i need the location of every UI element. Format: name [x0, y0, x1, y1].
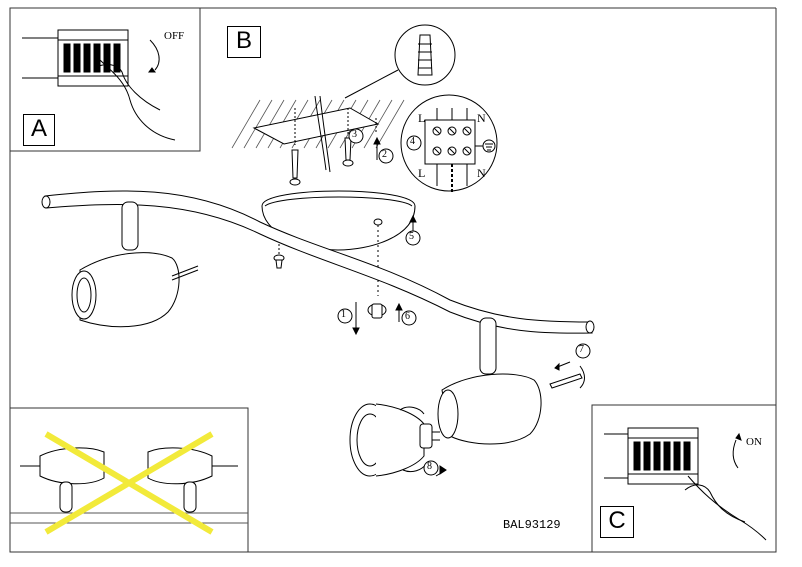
panel-c-letter: C	[600, 506, 634, 538]
panel-a-frame	[9, 7, 201, 152]
mounting-screws	[289, 108, 377, 186]
wrong-mount-panel	[9, 407, 249, 553]
panel-c-frame	[591, 404, 777, 553]
canopy-screw	[273, 240, 285, 269]
spotlight-right	[437, 317, 542, 445]
on-label: ON	[746, 436, 762, 448]
terminal-l-bottom: L	[418, 166, 426, 180]
replacement-bulb	[349, 403, 440, 477]
step-7: 7	[579, 344, 584, 355]
step-8: 8	[427, 461, 432, 472]
panel-a-letter: A	[23, 114, 55, 146]
terminal-n-top: N	[477, 111, 486, 125]
step-markers	[337, 128, 591, 476]
step-5: 5	[409, 231, 414, 242]
spotlight-left	[71, 201, 199, 328]
off-label: OFF	[164, 30, 185, 42]
incorrect-mounting-illustration	[10, 431, 248, 535]
fixing-knob	[367, 303, 387, 319]
step-2: 2	[382, 149, 387, 160]
ceiling-canopy	[261, 190, 416, 296]
model-code: BAL93129	[503, 518, 561, 532]
terminal-n-bottom: N	[477, 166, 486, 180]
pivot-pin	[549, 361, 585, 389]
step-1: 1	[341, 309, 346, 320]
fuse-box-off-illustration	[22, 29, 176, 141]
step-arrows	[352, 136, 447, 477]
step-3: 3	[352, 129, 357, 140]
step-4: 4	[410, 136, 415, 147]
step-6: 6	[405, 311, 410, 322]
terminal-l-top: L	[418, 111, 426, 125]
panel-b-letter: B	[227, 26, 261, 58]
terminal-block-callout	[400, 94, 498, 192]
fuse-box-on-illustration	[604, 427, 767, 541]
wall-plug-callout	[344, 24, 456, 99]
spotlight-bar	[41, 190, 595, 334]
